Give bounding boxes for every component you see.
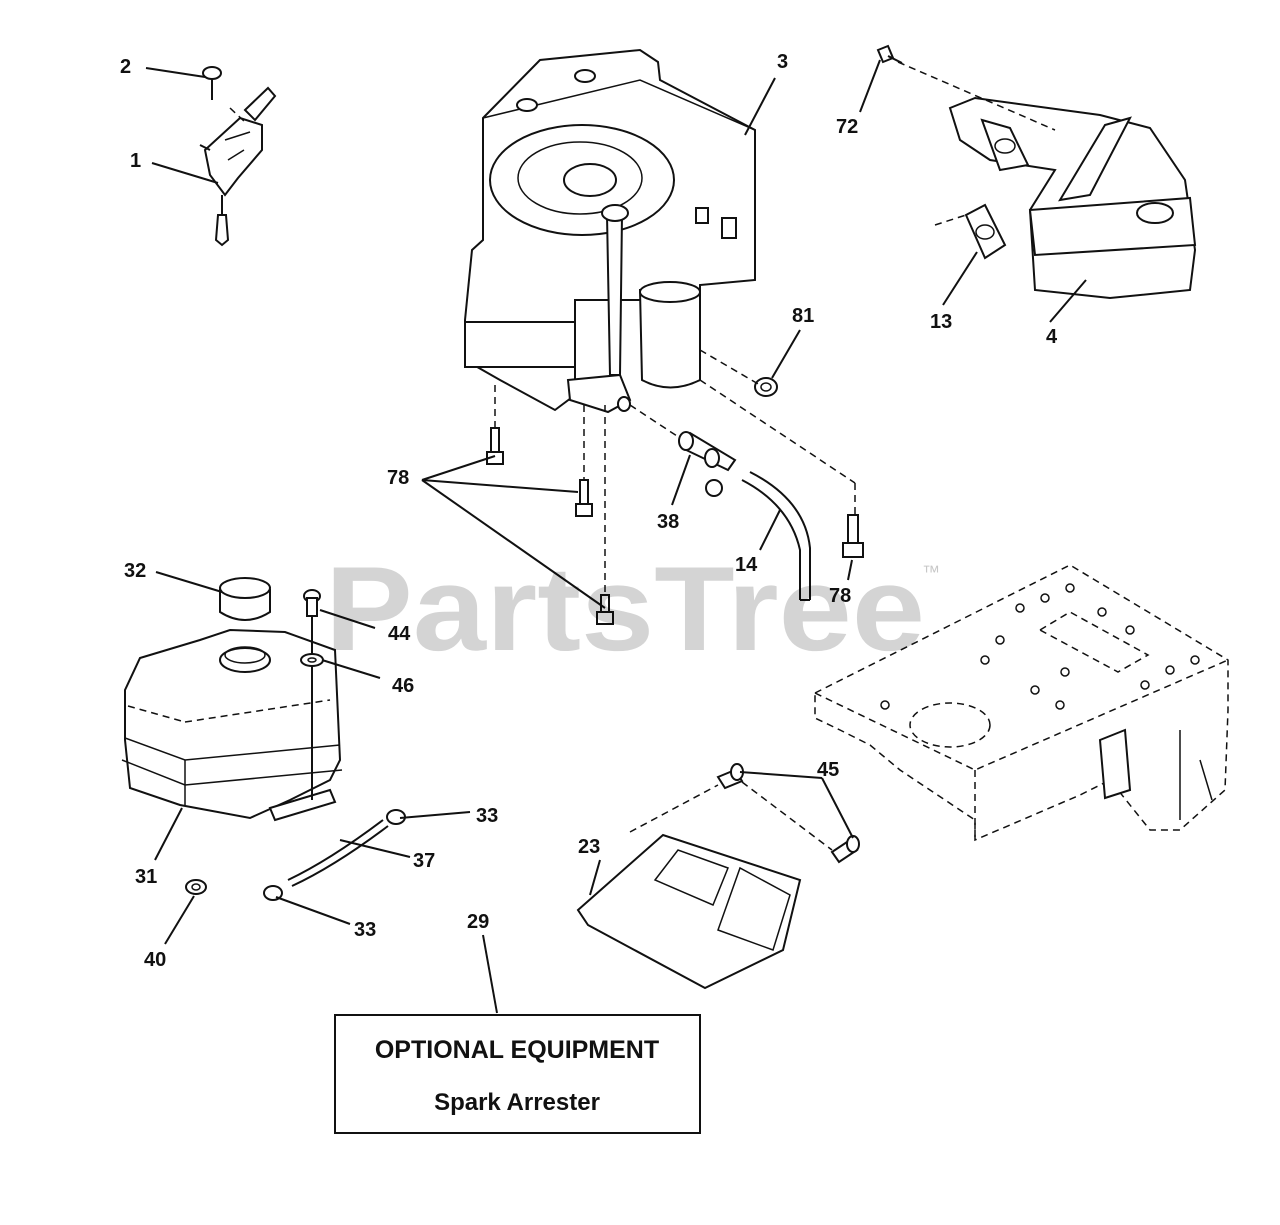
callout-3: 3 [777,51,788,73]
screw-part-72 [876,44,903,64]
screw-part-44 [303,589,321,800]
callout-1: 1 [130,150,141,172]
callout-29: 29 [467,911,489,933]
callout-78-left: 78 [387,467,409,489]
bolt-part-45-upper [716,763,744,790]
callout-38: 38 [657,511,679,533]
muffler-part [948,96,1197,300]
callout-23: 23 [578,836,600,858]
gasket-part-13 [964,203,1007,260]
throttle-control-part [199,86,277,247]
callout-81: 81 [792,305,814,327]
optional-equipment-title: OPTIONAL EQUIPMENT [375,1036,659,1064]
callout-31: 31 [135,866,157,888]
washer-part-46 [300,653,324,667]
fuel-line-part-37 [287,819,389,887]
screw-part-2 [202,66,222,100]
callout-44: 44 [388,623,411,645]
callout-32: 32 [124,560,146,582]
callout-14: 14 [735,554,758,576]
callout-33-upper: 33 [476,805,498,827]
callout-33-lower: 33 [354,919,376,941]
fuel-line-part-14 [741,471,811,601]
optional-equipment-box: OPTIONAL EQUIPMENT Spark Arrester [334,1014,701,1134]
callout-4: 4 [1046,326,1058,348]
watermark-text: PartsTree [325,542,925,676]
nut-part-81 [754,377,778,397]
fuel-tank-part-31 [121,628,343,822]
callout-78-right: 78 [829,585,851,607]
callout-72: 72 [836,116,858,138]
spark-arrester-part-23 [576,833,802,990]
leader-lines [145,59,1087,1014]
callout-40: 40 [144,949,166,971]
gas-cap-part-32 [219,577,271,621]
callout-45: 45 [817,759,839,781]
fuel-filter-part-38 [678,431,737,497]
optional-equipment-subtitle: Spark Arrester [434,1089,600,1116]
engine-part [464,48,756,414]
bumper-part-40 [185,879,207,895]
callout-13: 13 [930,311,952,333]
frame-part [814,564,1229,842]
callout-2: 2 [120,56,131,78]
callout-46: 46 [392,675,414,697]
assembly-guides [127,61,1056,851]
callout-37: 37 [413,850,435,872]
bolt-part-45-lower [830,835,860,864]
watermark-trademark: ™ [922,562,940,582]
